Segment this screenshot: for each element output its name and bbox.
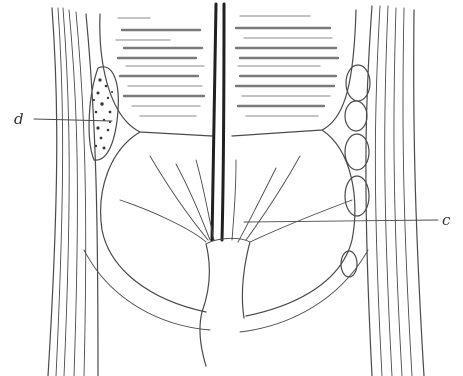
label-d: d xyxy=(14,110,24,128)
lower-funnel-structure xyxy=(84,130,368,366)
right-wall-layers xyxy=(366,6,424,376)
upper-right-shaded-region xyxy=(232,10,356,136)
central-vessel xyxy=(212,4,224,240)
upper-left-shaded-region xyxy=(100,14,212,136)
label-c: c xyxy=(442,211,451,229)
left-wall-layers xyxy=(48,8,98,376)
